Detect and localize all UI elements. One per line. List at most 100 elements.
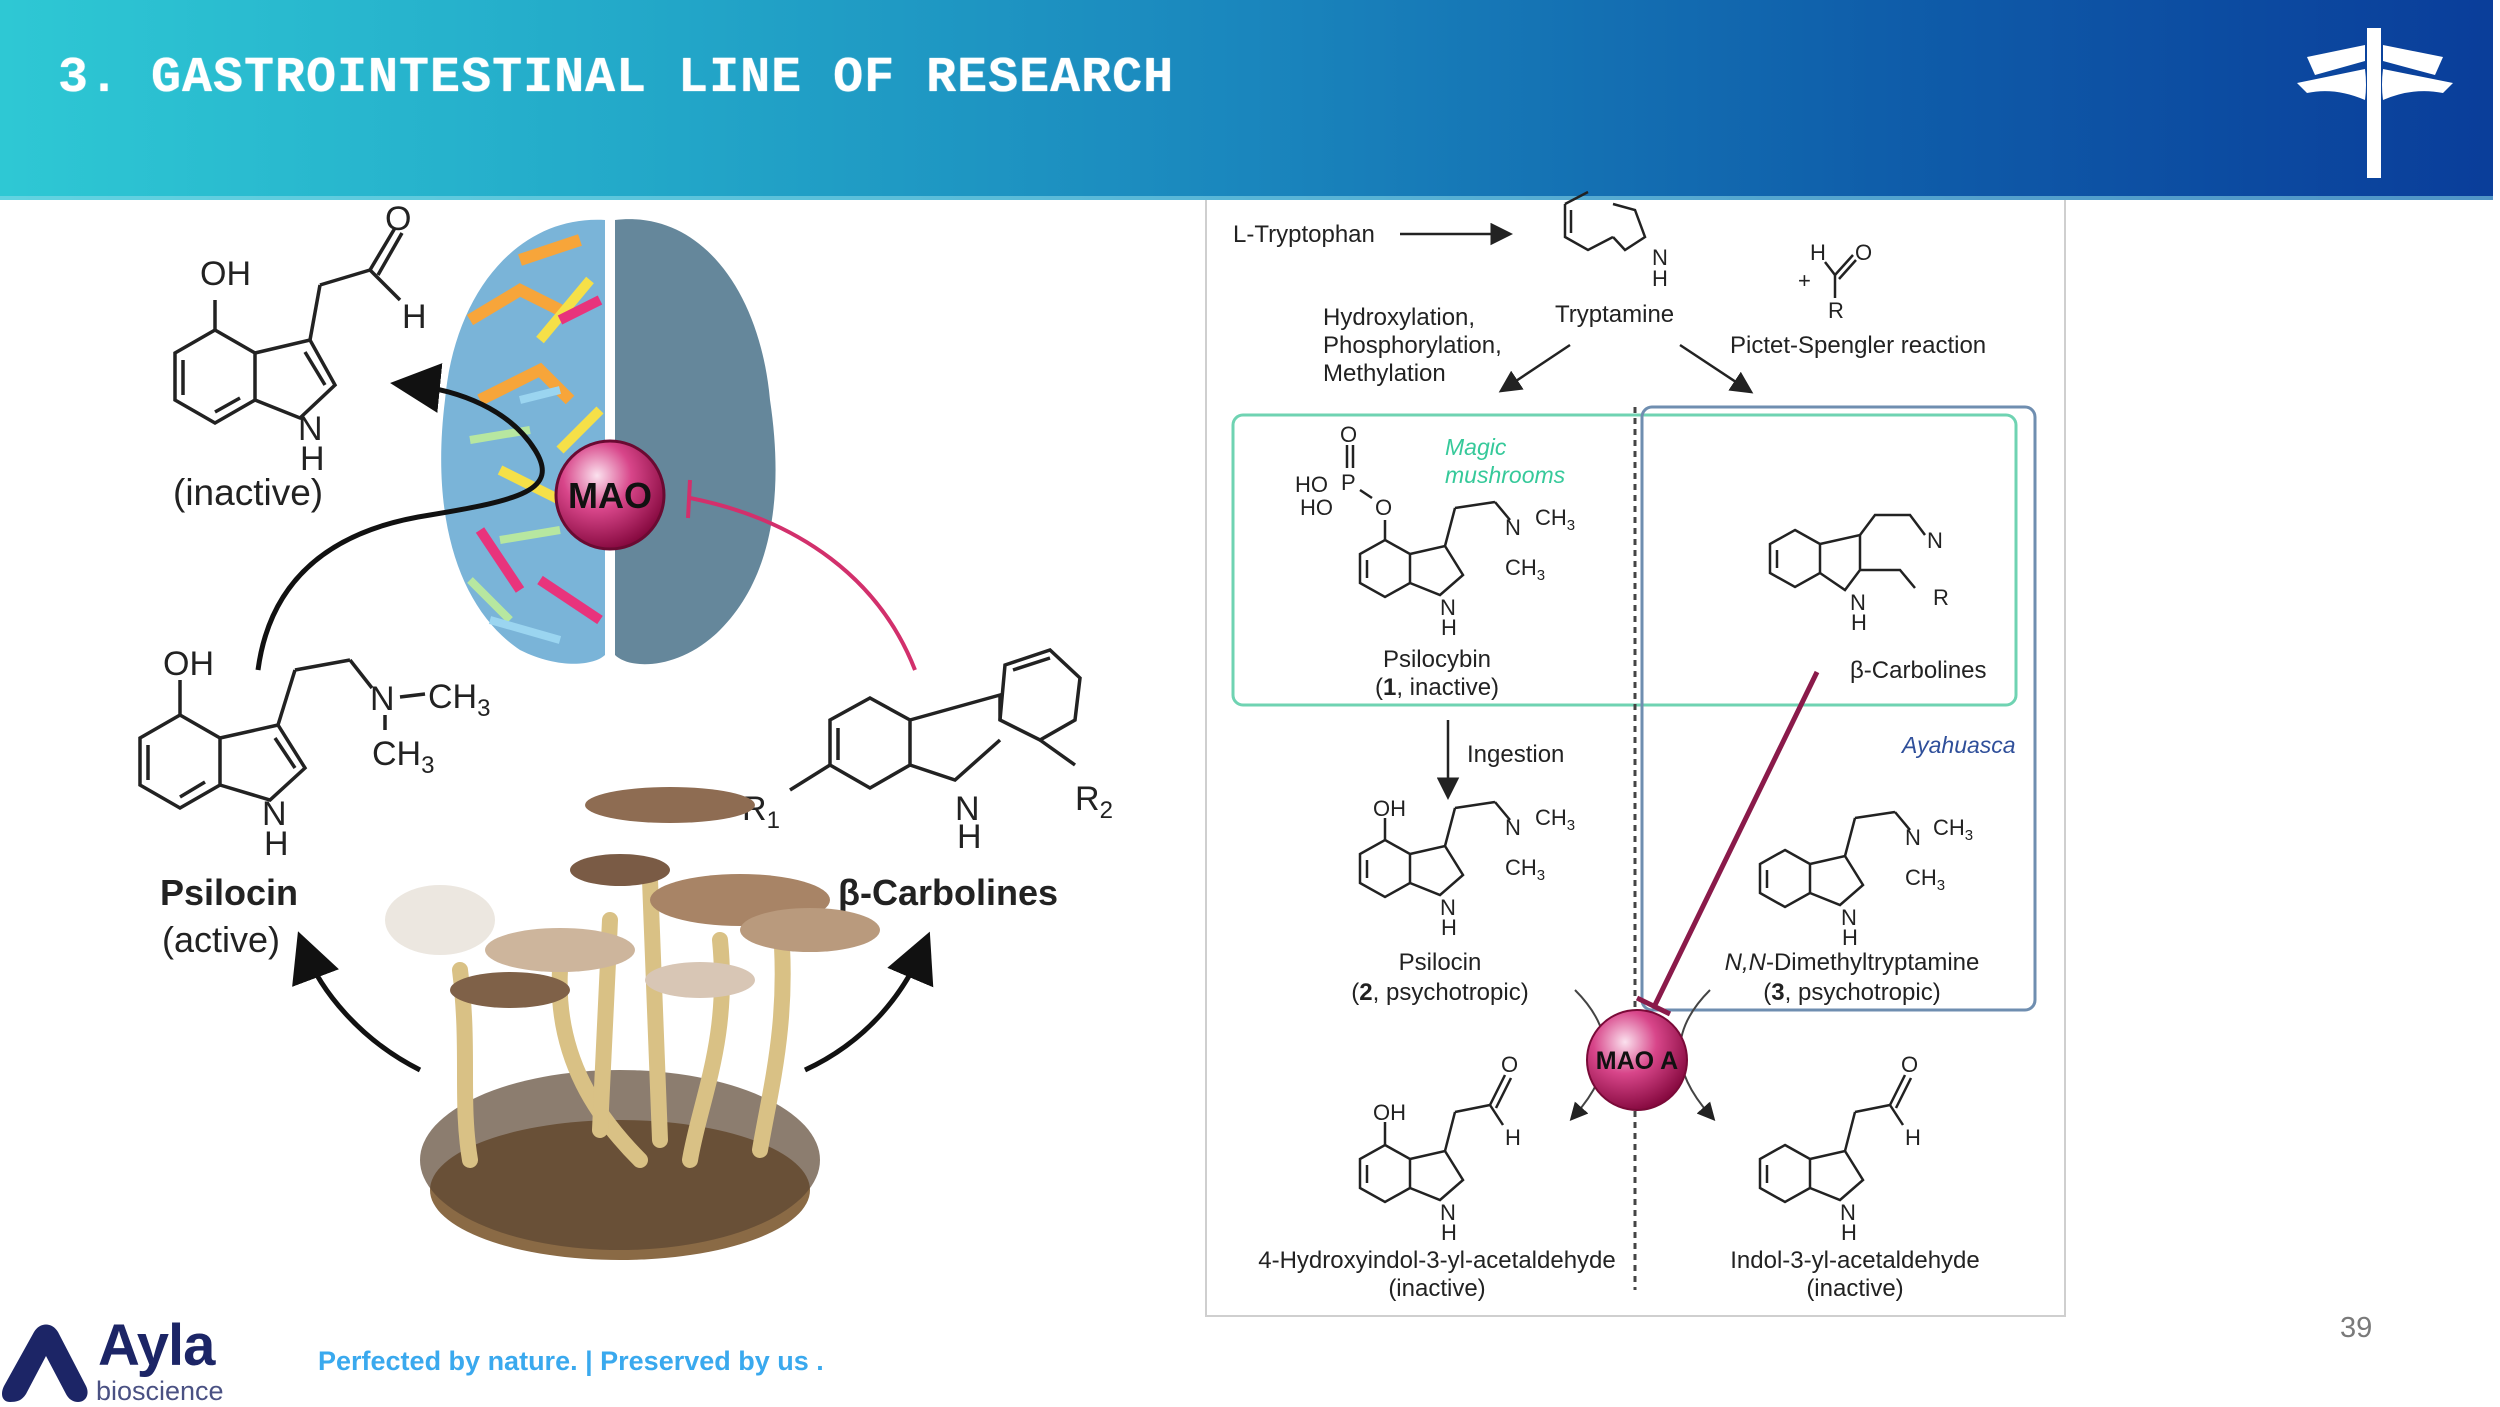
ayla-brand-name: Ayla <box>98 1313 215 1378</box>
magic-mushroom-box <box>1231 413 2018 707</box>
page-number: 39 <box>2340 1312 2373 1344</box>
ayla-logo-icon <box>2 1324 88 1402</box>
psilocin-state: (active) <box>162 919 280 960</box>
inactive-label: (inactive) <box>173 472 323 513</box>
product-left-h: H <box>1505 1125 1521 1150</box>
carboline-n: N <box>1927 528 1943 553</box>
psilocin-ch3-b: CH3 <box>372 735 434 779</box>
palm-tree-logo-icon <box>2297 28 2453 178</box>
psilocin-scheme-ch3a: CH3 <box>1535 805 1575 834</box>
product-left-oh: OH <box>1373 1100 1406 1125</box>
tryptamine-structure <box>1563 190 1647 252</box>
psilocin-scheme-name: Psilocin <box>1399 949 1482 976</box>
psilocin-ch3-a: CH3 <box>428 678 490 722</box>
mao-a-label: MAO A <box>1596 1047 1678 1075</box>
psilocin-scheme-desc: (2, psychotropic) <box>1351 979 1528 1006</box>
tryptamine-n: N <box>1652 245 1668 270</box>
psilocybin-desc: (1, inactive) <box>1375 674 1499 701</box>
brain-illustration <box>441 219 776 665</box>
biosynthesis-scheme: L-Tryptophan N H Tryptamine + H O R Hydr… <box>1231 190 2037 1302</box>
beta-carboline-scheme-structure <box>1768 513 1926 592</box>
dmt-n: N <box>1905 825 1921 850</box>
indol-acetaldehyde-structure <box>1758 1074 1913 1204</box>
biosynthesis-scheme-panel <box>1205 200 2066 1317</box>
oh-label: OH <box>200 255 251 293</box>
left-mao-figure: OH O H N H (inactive) MAO OH N CH3 CH3 N… <box>138 200 1113 1260</box>
left-branch-arrow <box>1498 343 1571 393</box>
to-psilocin-arrow <box>292 931 422 1073</box>
nh-h-label: H <box>300 440 325 478</box>
pictet-spengler-label: Pictet-Spengler reaction <box>1730 332 1986 359</box>
psilocybin-ho2: HO <box>1300 495 1333 520</box>
step-phosphorylation: Phosphorylation, <box>1323 332 1502 359</box>
o-label: O <box>385 200 411 238</box>
carboline-scheme-name: β-Carbolines <box>1850 657 1987 684</box>
aldehyde-bonds <box>1824 254 1857 298</box>
psilocin-scheme-structure <box>1358 800 1511 899</box>
plus-label: + <box>1798 268 1811 293</box>
ayla-brand-sub: bioscience <box>96 1376 224 1406</box>
psilocin-n-label: N <box>370 680 395 718</box>
to-carboline-arrow <box>803 931 934 1073</box>
l-tryptophan-label: L-Tryptophan <box>1233 221 1375 248</box>
psilocin-scheme-oh: OH <box>1373 796 1406 821</box>
product-left-nh-h: H <box>1441 1220 1457 1245</box>
psilocin-scheme-nh-h: H <box>1441 915 1457 940</box>
psilocybin-nh-h: H <box>1441 615 1457 640</box>
psilocybin-p: P <box>1341 470 1356 495</box>
hydroxyindol-acetaldehyde-structure <box>1358 1074 1513 1204</box>
product-right-name: Indol-3-yl-acetaldehyde <box>1730 1247 1979 1274</box>
product-right-nh-h: H <box>1841 1220 1857 1245</box>
psilocybin-ch3b: CH3 <box>1505 555 1545 584</box>
dmt-ch3b: CH3 <box>1905 865 1945 894</box>
product-left-name: 4-Hydroxyindol-3-yl-acetaldehyde <box>1258 1247 1616 1274</box>
carboline-r: R <box>1933 585 1949 610</box>
product-left-nh-n: N <box>1440 1200 1456 1225</box>
dmt-ch3a: CH3 <box>1933 815 1973 844</box>
header-edge <box>2493 0 2500 200</box>
metabolism-arrow <box>255 363 545 671</box>
magic-label: Magic <box>1445 434 1507 460</box>
psilocybin-nh-n: N <box>1440 595 1456 620</box>
step-methylation: Methylation <box>1323 360 1446 387</box>
psilocybin-n: N <box>1505 515 1521 540</box>
product-right-o: O <box>1901 1052 1918 1077</box>
tryptamine-h: H <box>1652 266 1668 291</box>
dmt-nh-h: H <box>1842 925 1858 950</box>
product-right-nh-n: N <box>1840 1200 1856 1225</box>
carboline-nh-n: N <box>955 790 980 828</box>
slide-title: 3. GASTROINTESTINAL LINE OF RESEARCH <box>58 50 1175 107</box>
ald-h: H <box>1810 240 1826 265</box>
right-branch-arrow <box>1679 343 1754 394</box>
psilocybin-o: O <box>1340 422 1357 447</box>
psilocybin-o2: O <box>1375 495 1392 520</box>
carboline-scheme-nh-n: N <box>1850 590 1866 615</box>
psilocin-scheme-n: N <box>1505 815 1521 840</box>
psilocin-structure <box>138 658 426 811</box>
ayahuasca-label: Ayahuasca <box>1900 732 2016 758</box>
nh-n-label: N <box>298 410 323 448</box>
mushrooms-label: mushrooms <box>1445 462 1566 488</box>
product-right-h: H <box>1905 1125 1921 1150</box>
dmt-desc: (3, psychotropic) <box>1763 979 1940 1006</box>
product-left-o: O <box>1501 1052 1518 1077</box>
slide-header: 3. GASTROINTESTINAL LINE OF RESEARCH <box>0 0 2500 200</box>
mao-enzyme-sphere: MAO <box>554 439 666 551</box>
psilocin-scheme-nh-n: N <box>1440 895 1456 920</box>
psilocybin-structure <box>1345 445 1511 599</box>
dmt-name: N,N-Dimethyltryptamine <box>1725 949 1980 976</box>
beta-carboline-structure <box>789 648 1082 792</box>
inhibition-arrow <box>689 496 917 671</box>
psilocybin-ch3a: CH3 <box>1535 505 1575 534</box>
step-hydroxylation: Hydroxylation, <box>1323 304 1475 331</box>
mao-a-enzyme-sphere: MAO A <box>1586 1009 1688 1111</box>
footer-tagline: Perfected by nature. | Preserved by us . <box>318 1346 824 1376</box>
carboline-inhibition-arrow <box>1652 670 1820 1007</box>
mushroom-cluster-image <box>385 787 880 1260</box>
inactive-aldehyde-structure <box>173 227 404 426</box>
psilocin-oh-label: OH <box>163 645 214 683</box>
psilocybin-ho1: HO <box>1295 472 1328 497</box>
ald-o: O <box>1855 240 1872 265</box>
psilocin-name: Psilocin <box>160 872 298 913</box>
inhibition-bar <box>1635 995 1672 1017</box>
